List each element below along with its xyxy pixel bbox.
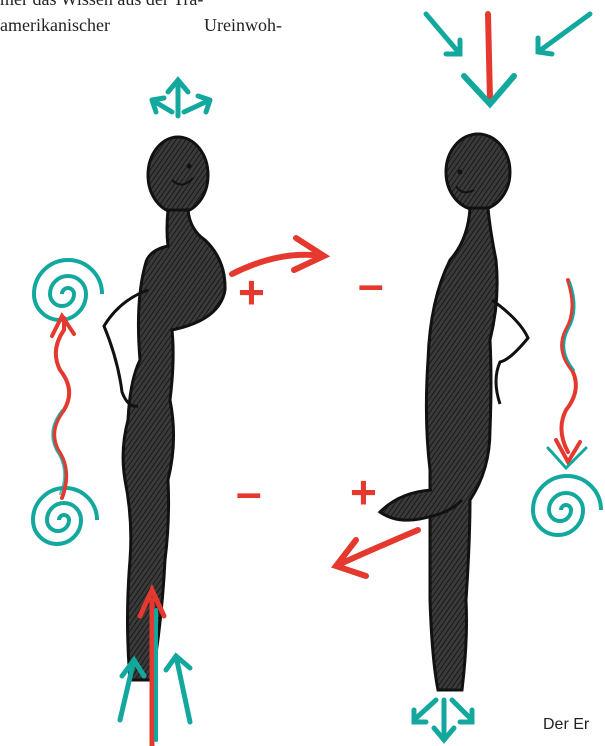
female-figure: [104, 137, 225, 680]
male-figure: [380, 134, 528, 690]
svg-text:–: –: [358, 258, 384, 310]
caption-fragment: Der Er: [543, 716, 605, 734]
spiral-icon: [33, 488, 97, 544]
svg-text:–: –: [236, 466, 262, 518]
downward-arrows-right: [426, 14, 590, 104]
upward-arrows-left: [152, 80, 210, 116]
spiral-icon: [533, 476, 601, 535]
wavy-arrow-icon: [52, 316, 74, 498]
spiral-icon: [34, 260, 102, 320]
minus-sign: –: [236, 466, 262, 518]
arrow-icon: [336, 530, 418, 576]
downward-arrows-feet-right: [414, 700, 472, 740]
plus-sign: +: [350, 466, 377, 518]
svg-text:+: +: [238, 266, 265, 318]
plus-sign: +: [238, 266, 265, 318]
minus-sign: –: [358, 258, 384, 310]
svg-text:+: +: [350, 466, 377, 518]
wavy-arrow-icon: [548, 280, 586, 468]
